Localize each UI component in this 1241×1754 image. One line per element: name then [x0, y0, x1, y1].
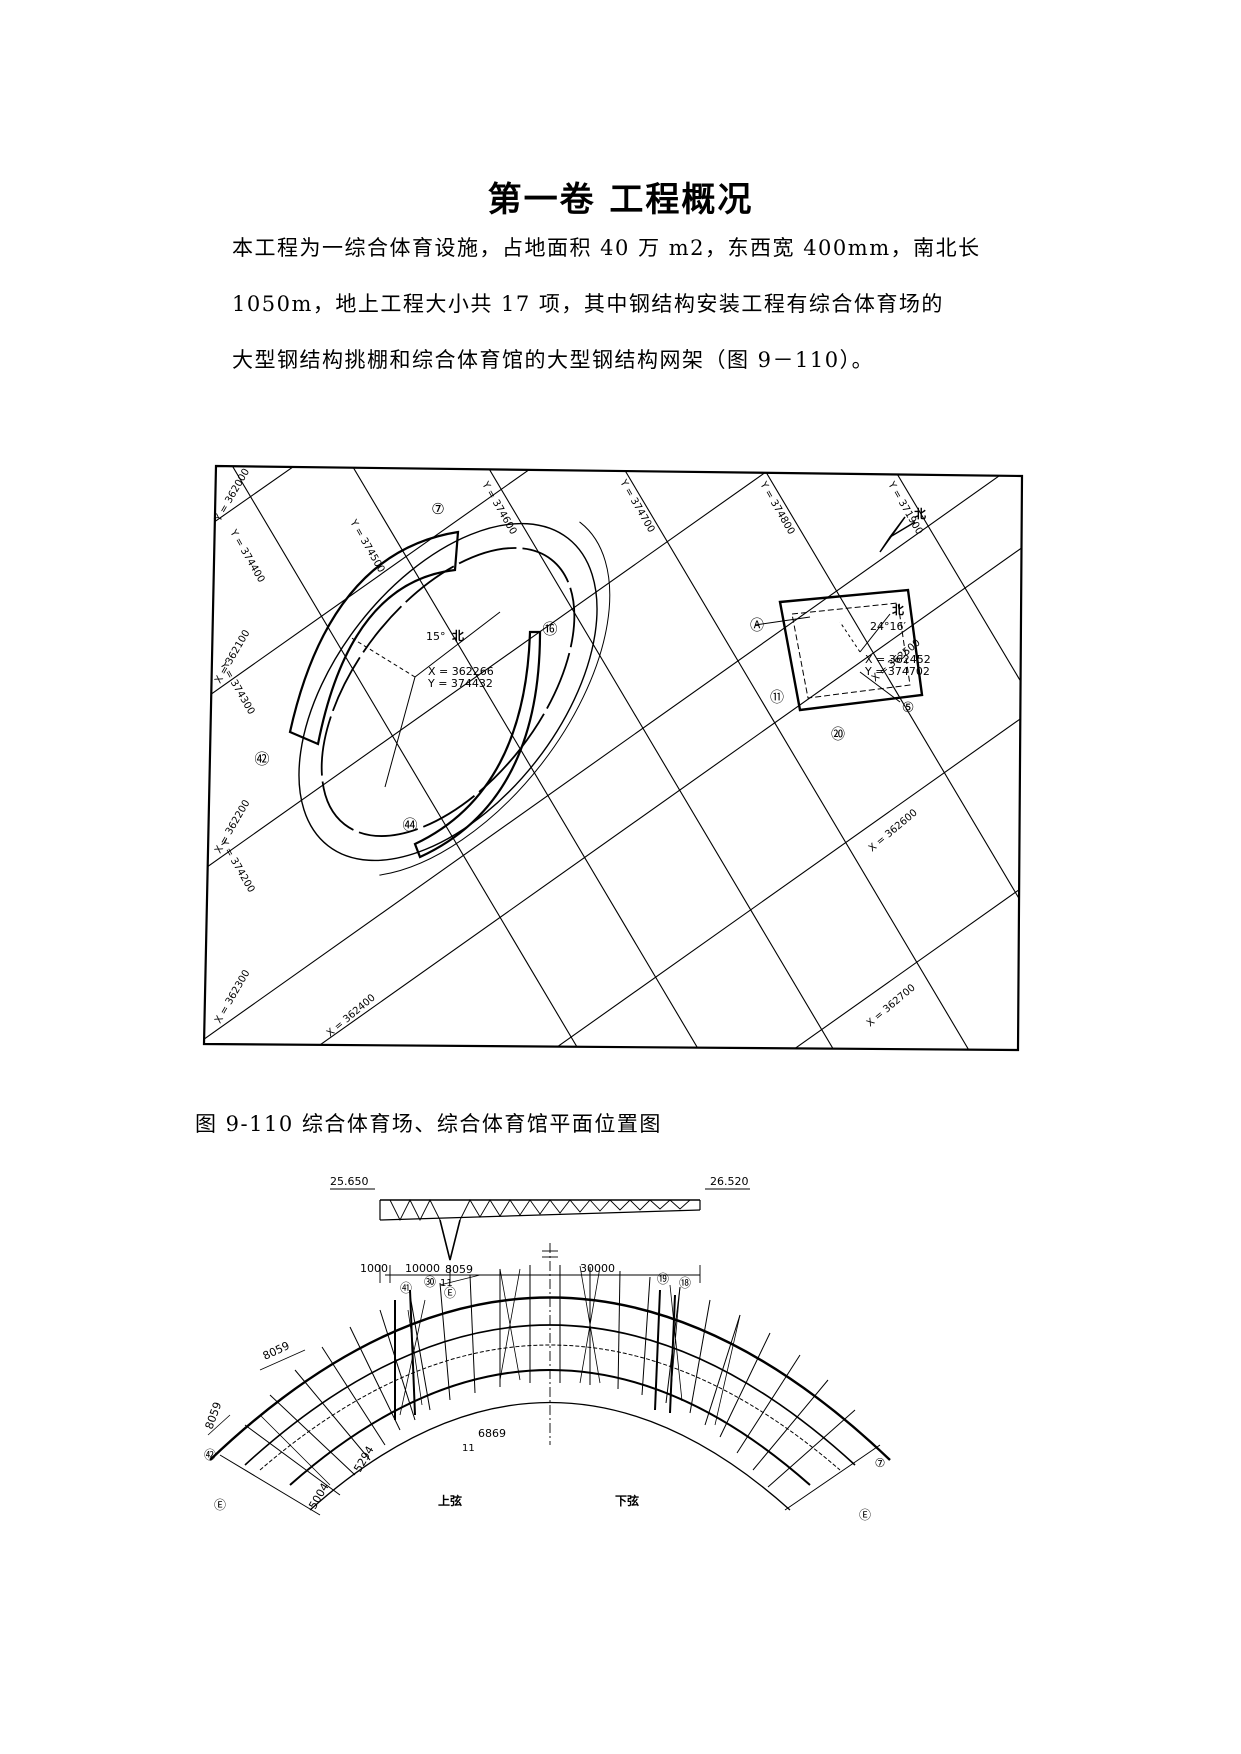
dim-5004: 5004 — [306, 1481, 331, 1512]
spacing-left-2: 8059 — [203, 1400, 225, 1431]
stadium-axis-59: ㊹ — [402, 816, 417, 834]
label-lower-chord: 下弦 — [615, 1493, 639, 1508]
plan-axis-19: ⑲ — [657, 1272, 669, 1286]
paragraph-line-2: 1050m，地上工程大小共 17 项，其中钢结构安装工程有综合体育场的 — [232, 292, 944, 316]
grid-label-top-4: Y = 374700 — [617, 477, 657, 534]
stadium-axis-86: ⑯ — [542, 620, 557, 638]
plan-axis-7: ⑦ — [875, 1456, 886, 1470]
truss-plan-arc — [207, 1243, 891, 1516]
north-arrow-icon — [879, 516, 916, 553]
grid-lines — [204, 466, 1022, 1050]
truss-elevation — [330, 1188, 750, 1283]
dim-1000: 1000 — [360, 1262, 388, 1275]
arena-north-label: 北 — [892, 602, 904, 617]
label-upper-chord: 上弦 — [438, 1493, 462, 1508]
grid-label-top-2: Y = 374500 — [347, 517, 387, 574]
section-mark-bottom: 11 — [462, 1443, 475, 1454]
arena-axis-5: ⑤ — [902, 700, 915, 716]
arena-axis-A: Ⓐ — [750, 618, 764, 634]
spacing-left-1: 8059 — [261, 1339, 292, 1363]
grid-label-right-2: X = 362600 — [867, 807, 920, 854]
grid-label-right-3: X = 362700 — [865, 982, 918, 1029]
stadium-x-coord: X = 362266 — [428, 665, 494, 678]
stadium-y-coord: Y = 374432 — [427, 677, 493, 690]
north-label: 北 — [914, 506, 926, 521]
arena-x-coord: X = 362452 — [865, 653, 931, 666]
plan-axis-18: ⑱ — [679, 1276, 691, 1290]
arena-angle: 24°16′ — [870, 620, 906, 633]
site-plan-figure: ⑦ ⑯ ㊷ ㊹ 15° 北 X = 362266 Y = 374432 Ⓐ ⑪ … — [202, 464, 1024, 1052]
truss-detail-figure: 25.650 26.520 1000 10000 30000 Ⓔ — [203, 1175, 891, 1522]
figure-caption: 图 9-110 综合体育场、综合体育馆平面位置图 — [195, 1112, 662, 1136]
dim-30000: 30000 — [580, 1262, 615, 1275]
paragraph-line-3: 大型钢结构挑棚和综合体育馆的大型钢结构网架（图 9－110）。 — [232, 348, 875, 372]
plan-frame — [202, 464, 1024, 1052]
elevation-axis-E: Ⓔ — [444, 1286, 456, 1300]
dim-10000: 10000 — [405, 1262, 440, 1275]
paragraph-line-1: 本工程为一综合体育设施，占地面积 40 万 m2，东西宽 400mm，南北长 — [232, 236, 981, 260]
arena-outline — [754, 588, 924, 712]
plan-axis-E-right: Ⓔ — [859, 1508, 871, 1522]
elevation-left: 25.650 — [330, 1175, 369, 1188]
page-title: 第一卷 工程概况 — [487, 180, 754, 220]
plan-axis-41: ㊶ — [400, 1281, 412, 1295]
stadium-angle: 15° — [426, 630, 446, 643]
stadium-north-label: 北 — [452, 628, 464, 643]
grid-label-bottom-1: X = 362400 — [325, 992, 378, 1039]
plan-axis-E-left: Ⓔ — [214, 1498, 226, 1512]
section-mark-top: 11 — [440, 1278, 453, 1289]
dim-5294: 5294 — [351, 1444, 376, 1475]
spacing-bottom: 6869 — [478, 1427, 506, 1440]
grid-label-left-3: Y = 374300 — [217, 659, 257, 716]
grid-label-left-6: X = 362300 — [213, 968, 252, 1025]
arena-axis-20: ⑳ — [831, 727, 845, 743]
grid-label-top-5: Y = 374800 — [757, 479, 797, 536]
stadium-axis-42: ㊷ — [254, 750, 269, 768]
arena-axis-11: ⑪ — [770, 690, 784, 706]
plan-axis-30: ㉚ — [424, 1275, 436, 1289]
grid-label-top-1: Y = 362000 — [213, 467, 253, 524]
spacing-top: 8059 — [445, 1263, 473, 1276]
elevation-right: 26.520 — [710, 1175, 749, 1188]
stadium-axis-7: ⑦ — [431, 500, 444, 518]
grid-label-left-1: Y = 374400 — [227, 527, 267, 584]
stadium-outline — [285, 507, 611, 877]
arena-y-coord: Y = 374702 — [864, 665, 930, 678]
plan-axis-42: ㊷ — [204, 1448, 216, 1462]
